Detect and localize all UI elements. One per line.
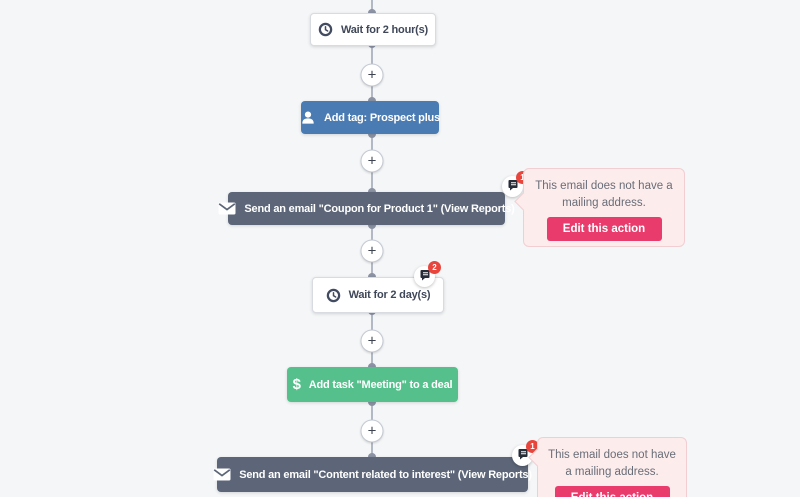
envelope-icon [218, 202, 236, 215]
edit-action-button[interactable]: Edit this action [546, 217, 662, 242]
node-label: Add task "Meeting" to a deal [308, 378, 453, 391]
node-send-email-coupon[interactable]: Send an email "Coupon for Product 1" (Vi… [218, 192, 515, 225]
add-step-button[interactable]: + [360, 149, 384, 173]
node-label: Add tag: Prospect plus [324, 111, 440, 124]
add-step-button[interactable]: + [360, 329, 384, 353]
connector-dot [368, 130, 376, 138]
node-label: Send an email "Coupon for Product 1" (Vi… [244, 202, 515, 215]
connector-dot [368, 398, 376, 406]
add-step-button[interactable]: + [360, 419, 384, 443]
contact-icon [300, 110, 316, 125]
node-label: Wait for 2 day(s) [348, 289, 431, 301]
node-send-email-content[interactable]: Send an email "Content related to intere… [213, 457, 532, 492]
note-icon [507, 178, 519, 196]
clock-icon [326, 288, 341, 303]
note-icon [517, 447, 529, 465]
note-count-badge: 2 [428, 261, 441, 274]
add-step-button[interactable]: + [360, 63, 384, 87]
notes-badge[interactable]: 2 [414, 261, 441, 287]
alert-message: This email does not have a mailing addre… [535, 180, 673, 209]
alert-tooltip: This email does not have a mailing addre… [528, 437, 687, 497]
node-label: Wait for 2 hour(s) [340, 23, 429, 36]
clock-icon [318, 22, 333, 37]
connector-line [371, 0, 373, 458]
dollar-icon: $ [292, 376, 301, 393]
node-wait-2-hours[interactable]: Wait for 2 hour(s) [310, 13, 436, 46]
add-step-button[interactable]: + [360, 239, 384, 263]
note-icon [419, 268, 431, 286]
alert-tooltip: This email does not have a mailing addre… [514, 168, 685, 247]
node-label: Send an email "Content related to intere… [239, 468, 532, 481]
edit-action-button[interactable]: Edit this action [554, 486, 670, 497]
node-add-task[interactable]: $ Add task "Meeting" to a deal [287, 367, 458, 402]
envelope-icon [213, 468, 231, 481]
alert-message: This email does not have a mailing addre… [548, 449, 676, 478]
connector-dot [368, 221, 376, 229]
notes-badge[interactable]: 1 [502, 171, 529, 197]
node-add-tag[interactable]: Add tag: Prospect plus [300, 101, 440, 134]
